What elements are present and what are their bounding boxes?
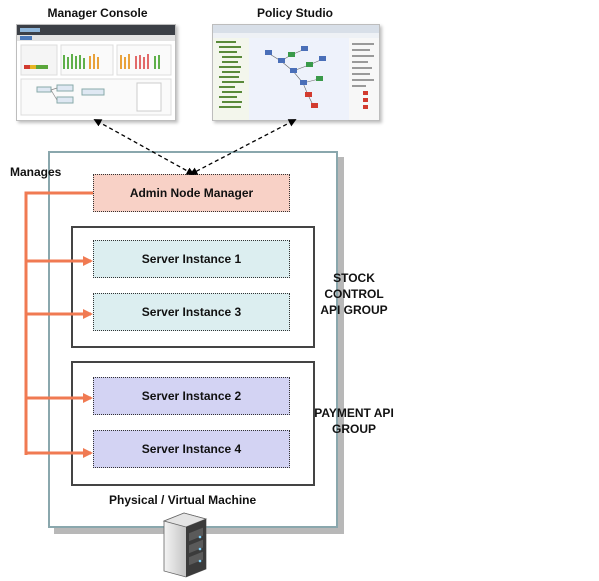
manager-console-illustration [17,25,175,116]
manager-console-screenshot [16,24,176,121]
server-icon [162,512,208,578]
policy-studio-illustration [213,25,379,120]
server-instance-4-box: Server Instance 4 [93,430,290,468]
stock-control-group-label: STOCK CONTROL API GROUP [320,271,388,317]
payment-group-label: PAYMENT API GROUP [314,406,394,436]
server-instance-2-box: Server Instance 2 [93,377,290,415]
studio-link-arrow [189,119,297,175]
server-instance-1-box: Server Instance 1 [93,240,290,278]
machine-label: Physical / Virtual Machine [109,493,257,507]
manages-arrows [24,191,93,458]
manages-trunk-line [24,191,93,455]
policy-studio-title: Policy Studio [256,6,333,20]
manages-label: Manages [10,165,62,179]
console-link-arrow [93,119,195,175]
server-instance-3-box: Server Instance 3 [93,293,290,331]
manager-console-title: Manager Console [47,6,148,20]
